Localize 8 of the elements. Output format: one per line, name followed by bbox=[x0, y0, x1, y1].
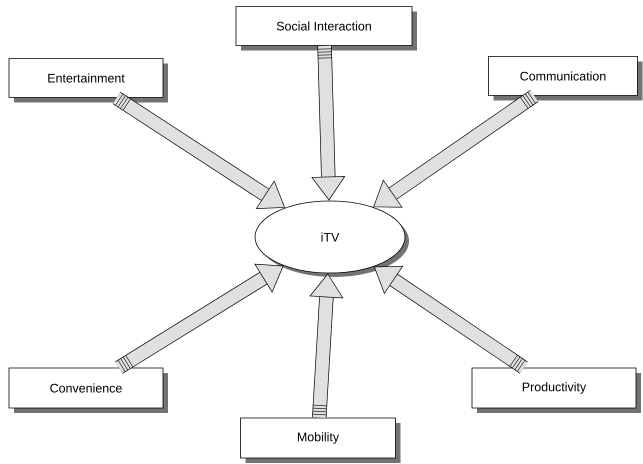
block-arrow bbox=[373, 90, 538, 208]
label-box: Convenience bbox=[8, 368, 168, 413]
label-box: Social Interaction bbox=[236, 6, 417, 50]
label-box: Productivity bbox=[472, 368, 641, 413]
ellipse-node: iTV bbox=[254, 200, 409, 277]
label-box: Communication bbox=[488, 56, 642, 100]
label-box: Entertainment bbox=[8, 58, 168, 102]
label-box: Mobility bbox=[240, 418, 400, 463]
